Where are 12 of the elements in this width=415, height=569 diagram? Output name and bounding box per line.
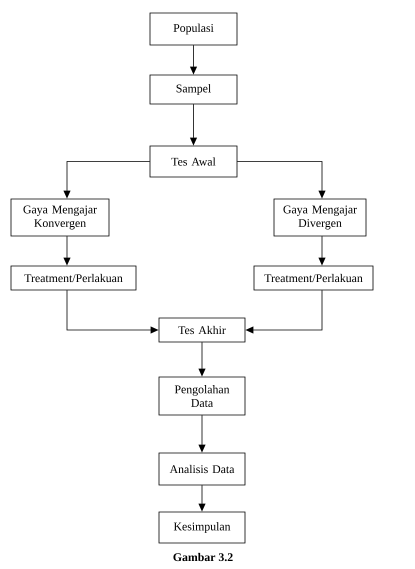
process-box: Sampel (150, 74, 238, 104)
process-box: Tes Akhir (158, 318, 246, 342)
process-box: Analisis Data (158, 452, 246, 486)
process-box: Gaya Mengajar Divergen (274, 198, 366, 236)
process-box: Kesimpulan (158, 512, 246, 544)
process-box: Gaya Mengajar Konvergen (10, 198, 110, 236)
process-box: Pengolahan Data (158, 376, 246, 416)
figure-caption: Gambar 3.2 (173, 552, 233, 562)
process-box: Tes Awal (150, 146, 238, 178)
process-box: Treatment/Perlakuan (10, 266, 136, 290)
process-box: Treatment/Perlakuan (254, 266, 374, 290)
process-box: Populasi (150, 12, 238, 46)
